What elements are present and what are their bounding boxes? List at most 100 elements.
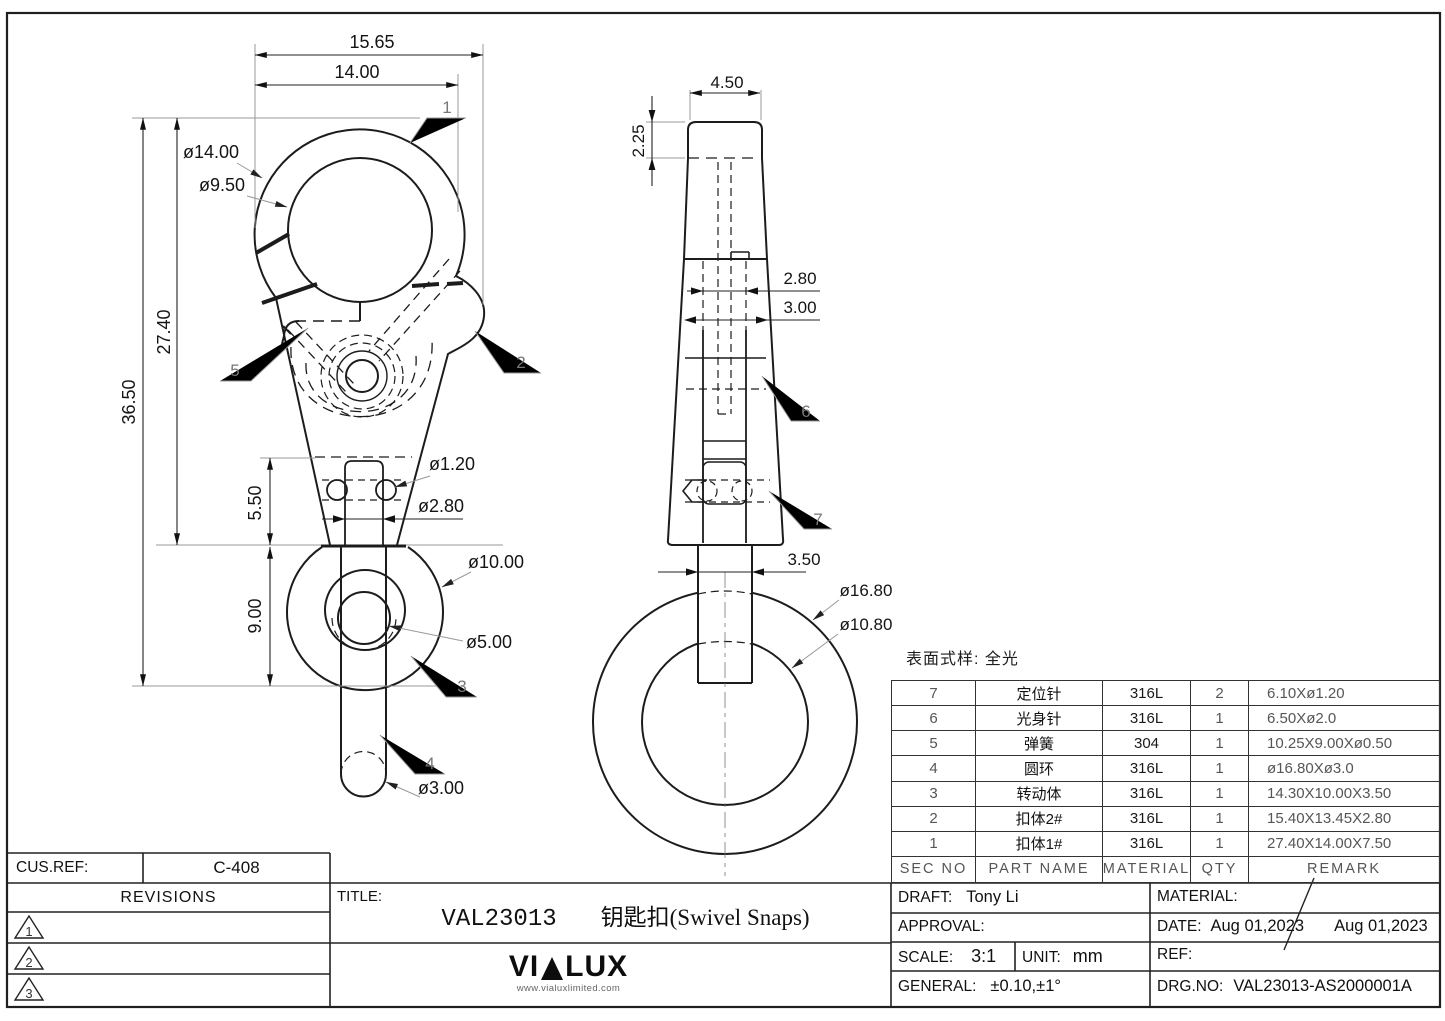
draft-label: DRAFT: [898, 889, 953, 906]
bom-cell-remark: 6.10Xø1.20 [1249, 681, 1439, 707]
bom-cell-qty: 1 [1191, 731, 1249, 757]
dim-rod-dia: ø3.00 [418, 778, 464, 798]
bom-cell-sec-no: 1 [892, 831, 976, 857]
dim-slot-dia: ø2.80 [418, 496, 464, 516]
dim-ring-inner-dia: ø9.50 [199, 175, 245, 195]
bom-cell-material: 304 [1103, 731, 1191, 757]
revision-triangles [13, 914, 45, 1001]
draft-value: Tony Li [966, 888, 1019, 906]
dim-cap-height: 2.25 [629, 124, 648, 157]
drg-no-value: VAL23013-AS2000001A [1233, 977, 1412, 995]
parts-table: 7 定位针 316L 2 6.10Xø1.20 6 光身针 316L 1 6.5… [891, 680, 1440, 883]
bom-header-sec-no: SEC NO [892, 856, 976, 882]
dim-overall-width: 15.65 [349, 32, 394, 52]
dim-body-height: 27.40 [154, 309, 174, 354]
side-view-drawing [592, 121, 858, 876]
sheet-border [5, 11, 1442, 1009]
material-label: MATERIAL: [1157, 888, 1238, 905]
dim-ring-width: 14.00 [334, 62, 379, 82]
date-slash [1283, 877, 1315, 951]
general-tolerance-value: ±0.10,±1° [990, 977, 1061, 995]
front-view-dimensions: 15.65 14.00 ø14.00 ø9.50 27.40 36.50 5.5… [119, 32, 541, 798]
revisions-label: REVISIONS [120, 889, 217, 906]
title-label: TITLE: [337, 888, 383, 905]
company-logo: VI LUX www.vialuxlimited.com [288, 952, 849, 995]
bom-cell-remark: ø16.80Xø3.0 [1249, 756, 1439, 782]
date-row: DATE: Aug 01,2023 Aug 01,2023 [1157, 917, 1428, 936]
bom-cell-material: 316L [1103, 681, 1191, 707]
bom-header-remark: REMARK [1306, 861, 1382, 878]
callout-2: 2 [516, 353, 525, 372]
dim-rod-width: 3.50 [787, 550, 820, 569]
revision-1-triangle-icon [13, 914, 45, 939]
date-label: DATE: [1157, 918, 1202, 935]
bom-cell-sec-no: 2 [892, 806, 976, 832]
drg-no-row: DRG.NO: VAL23013-AS2000001A [1157, 977, 1412, 996]
unit-label: UNIT: [1022, 949, 1061, 966]
bom-cell-part-name: 光身针 [976, 706, 1103, 732]
bom-cell-sec-no: 3 [892, 781, 976, 807]
callout-4: 4 [425, 754, 434, 773]
approval-label: APPROVAL: [898, 918, 985, 935]
logo-text-left: VI [508, 950, 540, 983]
bom-cell-sec-no: 6 [892, 706, 976, 732]
bom-header-part-name: PART NAME [976, 856, 1103, 882]
dim-swivel-inner-dia: ø5.00 [466, 632, 512, 652]
side-view-dimensions: 4.50 2.25 2.80 3.00 3.50 ø16.80 ø10.80 6… [629, 73, 893, 669]
drg-no-label: DRG.NO: [1157, 978, 1224, 995]
vialux-logo-icon: VI LUX [509, 952, 628, 982]
bom-cell-qty: 1 [1191, 756, 1249, 782]
revision-3-number: 3 [25, 986, 32, 1001]
callout-7: 7 [813, 510, 822, 529]
revision-2-triangle-icon [13, 945, 45, 970]
general-label: GENERAL: [898, 978, 977, 995]
bom-cell-remark: 10.25X9.00Xø0.50 [1249, 731, 1439, 757]
dim-ring-outer-dia-side: ø16.80 [840, 581, 893, 600]
bom-cell-sec-no: 7 [892, 681, 976, 707]
unit-value: mm [1072, 946, 1103, 966]
bom-cell-qty: 1 [1191, 806, 1249, 832]
date-value-2: Aug 01,2023 [1334, 917, 1428, 935]
bom-cell-part-name: 转动体 [976, 781, 1103, 807]
callout-3: 3 [457, 677, 466, 696]
revision-1-number: 1 [25, 924, 32, 939]
callout-6: 6 [801, 402, 810, 421]
bom-cell-material: 316L [1103, 781, 1191, 807]
revision-3-triangle-icon [13, 976, 45, 1001]
bom-cell-material: 316L [1103, 706, 1191, 732]
dim-slot-depth: 3.00 [783, 298, 816, 317]
ref-label: REF: [1157, 946, 1193, 963]
logo-triangle-icon [541, 957, 564, 980]
dim-swivel-dia: ø10.00 [468, 552, 524, 572]
bom-cell-sec-no: 4 [892, 756, 976, 782]
bom-cell-part-name: 弹簧 [976, 731, 1103, 757]
bom-cell-qty: 2 [1191, 681, 1249, 707]
bom-cell-part-name: 圆环 [976, 756, 1103, 782]
bom-cell-remark: 27.40X14.00X7.50 [1249, 832, 1439, 857]
surface-finish-note: 表面式样: 全光 [906, 651, 1019, 668]
drawing-title: VAL23013 钥匙扣(Swivel Snaps) [330, 898, 891, 933]
bom-cell-part-name: 扣体2# [976, 806, 1103, 832]
scale-row: SCALE: 3:1 [898, 946, 996, 967]
bom-cell-material: 316L [1103, 806, 1191, 832]
bom-cell-qty: 1 [1191, 706, 1249, 732]
bom-header-qty: QTY [1191, 856, 1249, 882]
bom-cell-remark: 14.30X10.00X3.50 [1249, 782, 1439, 807]
bom-cell-part-name: 扣体1# [976, 831, 1103, 857]
callout-5: 5 [230, 361, 239, 380]
bom-cell-material: 316L [1103, 756, 1191, 782]
dim-pin-dia: ø1.20 [429, 454, 475, 474]
scale-label: SCALE: [898, 949, 954, 966]
drawing-name: 钥匙扣(Swivel Snaps) [600, 905, 810, 930]
dim-neck-height: 5.50 [245, 485, 265, 520]
draft-row: DRAFT: Tony Li [898, 888, 1019, 907]
scale-value: 3:1 [971, 946, 997, 966]
bom-cell-remark: 6.50Xø2.0 [1249, 706, 1439, 732]
date-value-1: Aug 01,2023 [1210, 917, 1305, 935]
bom-header-material: MATERIAL [1103, 856, 1191, 882]
general-row: GENERAL: ±0.10,±1° [898, 977, 1061, 996]
drawing-code: VAL23013 [441, 906, 557, 933]
callout-1: 1 [442, 98, 451, 117]
